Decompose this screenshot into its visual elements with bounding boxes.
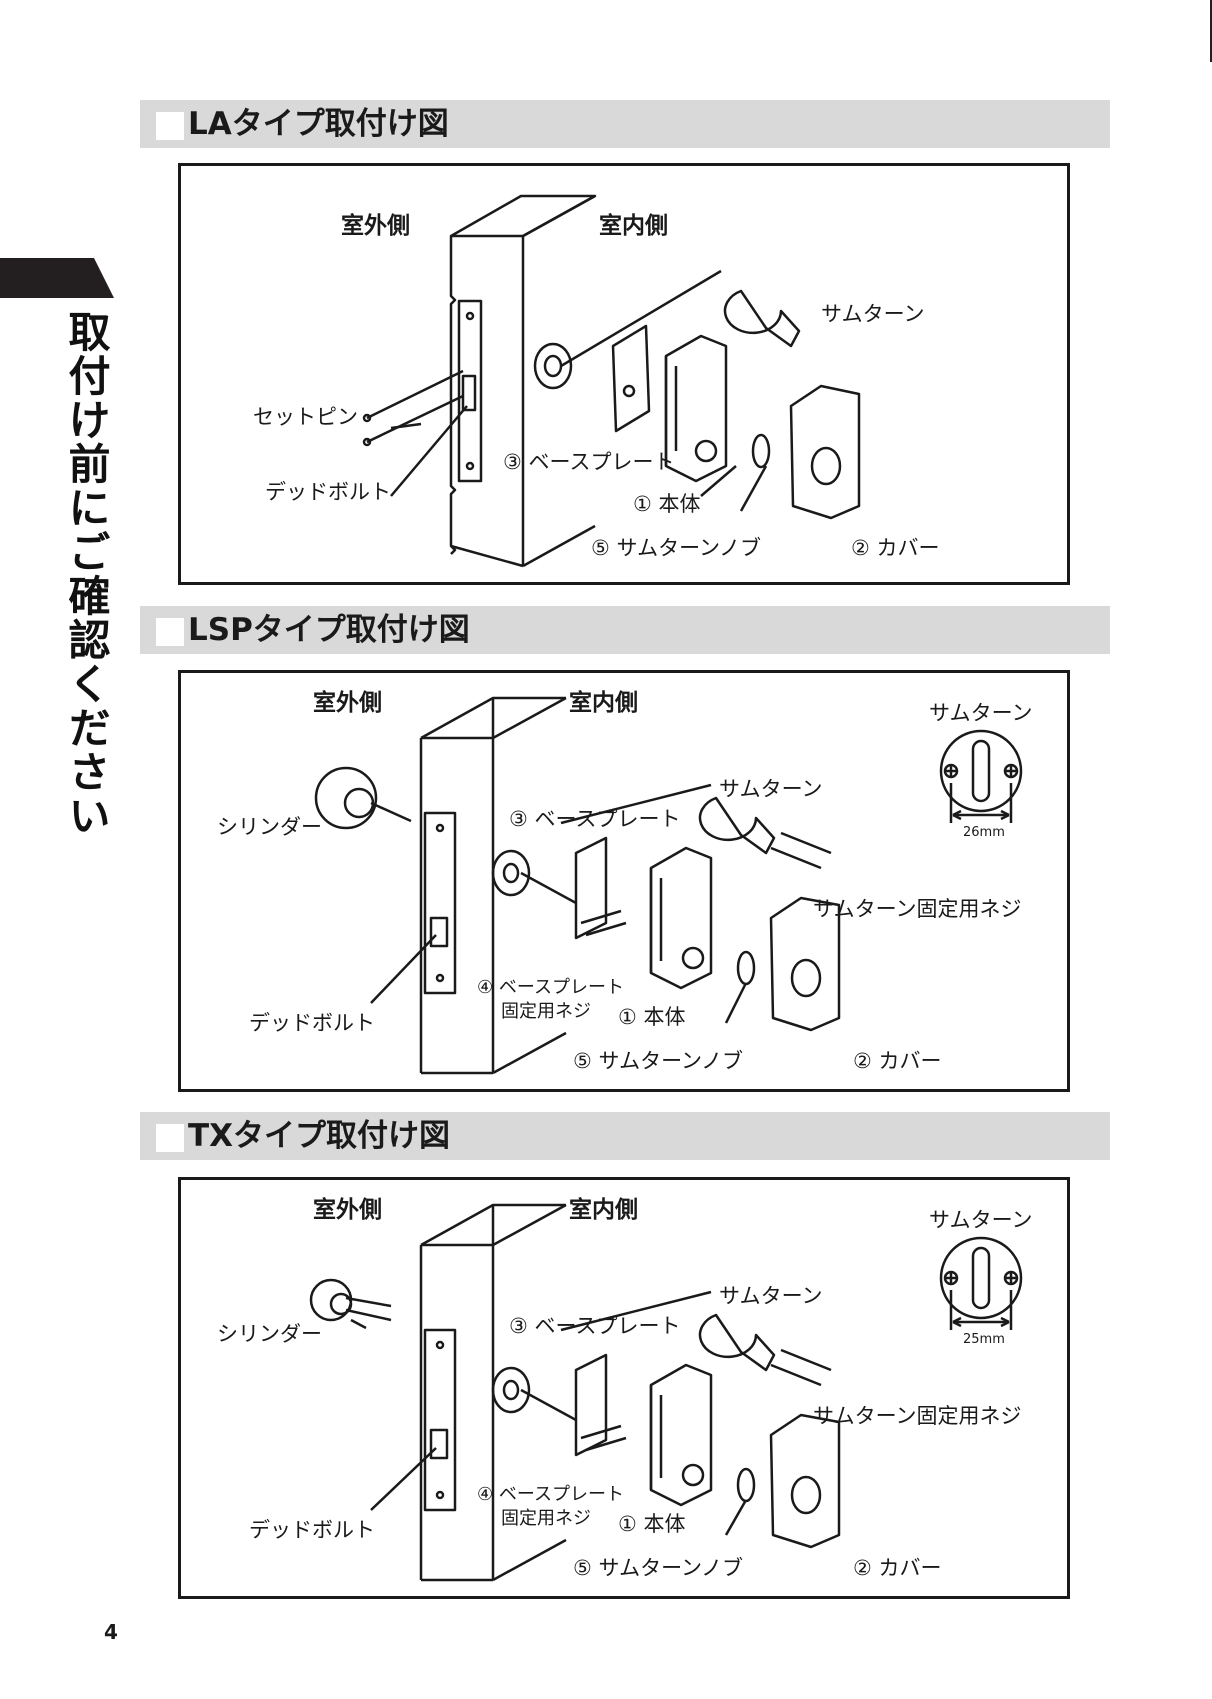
label-body: ① 本体	[618, 1512, 686, 1536]
label-dimension: 25mm	[963, 1332, 1005, 1347]
base-plate	[574, 836, 608, 940]
knob	[736, 950, 756, 986]
section-title: TXタイプ取付け図	[188, 1118, 451, 1154]
base-plate	[611, 324, 651, 433]
page-number: 4	[104, 1620, 118, 1644]
label-indoor: 室内側	[569, 690, 638, 716]
label-knob: ⑤ サムターンノブ	[573, 1049, 743, 1073]
label-base-plate: ③ ベースプレート	[509, 807, 681, 831]
label-knob: ⑤ サムターンノブ	[573, 1556, 743, 1580]
lsp-diagram	[314, 696, 1023, 1075]
section-header-lsp: LSPタイプ取付け図	[140, 606, 1110, 654]
label-plate-screw-sub: 固定用ネジ	[501, 1508, 591, 1529]
label-thumb-turn: サムターン	[719, 777, 823, 801]
label-thumb-turn: サムターン	[821, 302, 925, 326]
label-outdoor: 室外側	[341, 213, 410, 239]
label-deadbolt: デッドボルト	[249, 1518, 375, 1542]
header-square-icon	[156, 618, 184, 646]
label-cylinder: シリンダー	[217, 1322, 322, 1346]
edge-plate	[423, 1328, 457, 1512]
label-deadbolt: デッドボルト	[265, 480, 391, 504]
label-deadbolt: デッドボルト	[249, 1011, 375, 1035]
base-disc	[491, 849, 531, 897]
diagram-panel-tx: 室外側 室内側 サムターン 25mm サムターン シリンダー ③ ベースプレート…	[178, 1177, 1070, 1599]
label-thumb-turn-detail: サムターン	[929, 1208, 1033, 1232]
base-disc	[533, 342, 573, 390]
label-outdoor: 室外側	[313, 1197, 382, 1223]
la-diagram	[362, 194, 861, 568]
label-base-plate: ③ ベースプレート	[503, 450, 675, 474]
tx-diagram	[309, 1203, 1023, 1582]
edge-plate	[423, 811, 457, 995]
edge-plate	[457, 299, 483, 483]
knob	[736, 1467, 756, 1503]
section-title: LAタイプ取付け図	[188, 106, 449, 142]
cover	[769, 896, 841, 1032]
crop-mark	[1210, 0, 1212, 62]
section-header-tx: TXタイプ取付け図	[140, 1112, 1110, 1160]
set-pin	[366, 369, 464, 420]
side-tab-marker	[0, 258, 114, 298]
label-cover: ② カバー	[851, 536, 940, 560]
label-indoor: 室内側	[569, 1197, 638, 1223]
label-dimension: 26mm	[963, 825, 1005, 840]
label-plate-screw-sub: 固定用ネジ	[501, 1001, 591, 1022]
cover	[769, 1413, 841, 1549]
label-base-plate: ③ ベースプレート	[509, 1314, 681, 1338]
thumb-turn-shape	[723, 289, 801, 348]
label-screw: サムターン固定用ネジ	[813, 897, 1022, 921]
diagram-panel-lsp: 室外側 室内側 サムターン 26mm サムターン シリンダー ③ ベースプレート…	[178, 670, 1070, 1092]
label-body: ① 本体	[618, 1005, 686, 1029]
label-knob: ⑤ サムターンノブ	[591, 536, 761, 560]
door-outline	[449, 236, 457, 555]
section-title: LSPタイプ取付け図	[188, 612, 470, 648]
label-cover: ② カバー	[853, 1049, 942, 1073]
thumb-turn-shape	[698, 796, 776, 855]
thumb-turn-shape	[698, 1313, 776, 1372]
base-plate	[574, 1353, 608, 1457]
label-cylinder: シリンダー	[217, 815, 322, 839]
label-plate-screw: ④ ベースプレート	[477, 977, 624, 998]
knob	[751, 433, 771, 469]
label-thumb-turn: サムターン	[719, 1284, 823, 1308]
label-indoor: 室内側	[599, 213, 668, 239]
label-body: ① 本体	[633, 492, 701, 516]
cover	[789, 384, 861, 520]
label-screw: サムターン固定用ネジ	[813, 1404, 1022, 1428]
header-square-icon	[156, 112, 184, 140]
label-thumb-turn-detail: サムターン	[929, 701, 1033, 725]
label-outdoor: 室外側	[313, 690, 382, 716]
side-title: 取付け前にご確認ください	[62, 310, 111, 838]
label-cover: ② カバー	[853, 1556, 942, 1580]
label-plate-screw: ④ ベースプレート	[477, 1484, 624, 1505]
cylinder	[314, 766, 378, 830]
section-header-la: LAタイプ取付け図	[140, 100, 1110, 148]
label-set-pin: セットピン	[253, 405, 358, 429]
thumb-turn-detail	[939, 1236, 1023, 1320]
thumb-turn-detail	[939, 729, 1023, 813]
base-disc	[491, 1366, 531, 1414]
diagram-panel-la: 室外側 室内側 サムターン セットピン ③ ベースプレート デッドボルト ① 本…	[178, 163, 1070, 585]
header-square-icon	[156, 1124, 184, 1152]
